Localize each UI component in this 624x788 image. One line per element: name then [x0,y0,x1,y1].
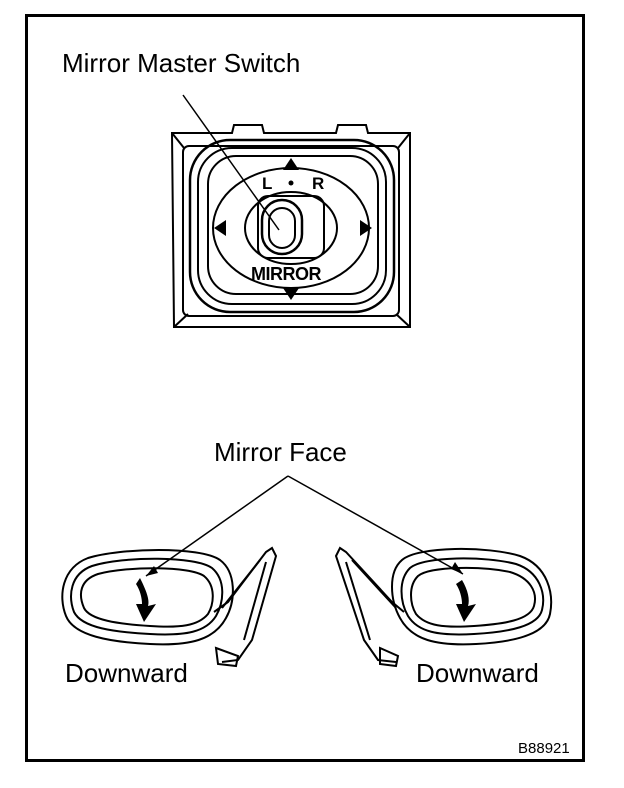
downward-label-left: Downward [65,658,188,688]
switch-letter-right: R [312,174,325,193]
direction-arrows [214,158,372,300]
arrow-up-icon [283,158,299,170]
switch-title: Mirror Master Switch [62,48,301,78]
figure-border [25,14,585,762]
center-dot-icon [288,180,294,186]
arrow-right-icon [360,220,372,236]
switch-leader-line [182,94,280,231]
switch-name-label: MIRROR [251,264,322,284]
arrow-down-icon [283,288,299,300]
left-side-mirror [61,546,278,668]
mirror-face-label: Mirror Face [214,437,347,467]
arrow-left-icon [214,220,226,236]
downward-arrow-right-icon [456,580,476,622]
switch-letter-left: L [262,174,273,193]
figure-code: B88921 [518,740,570,757]
right-side-mirror [334,546,553,668]
downward-label-right: Downward [416,658,539,688]
downward-arrow-left-icon [136,578,156,622]
